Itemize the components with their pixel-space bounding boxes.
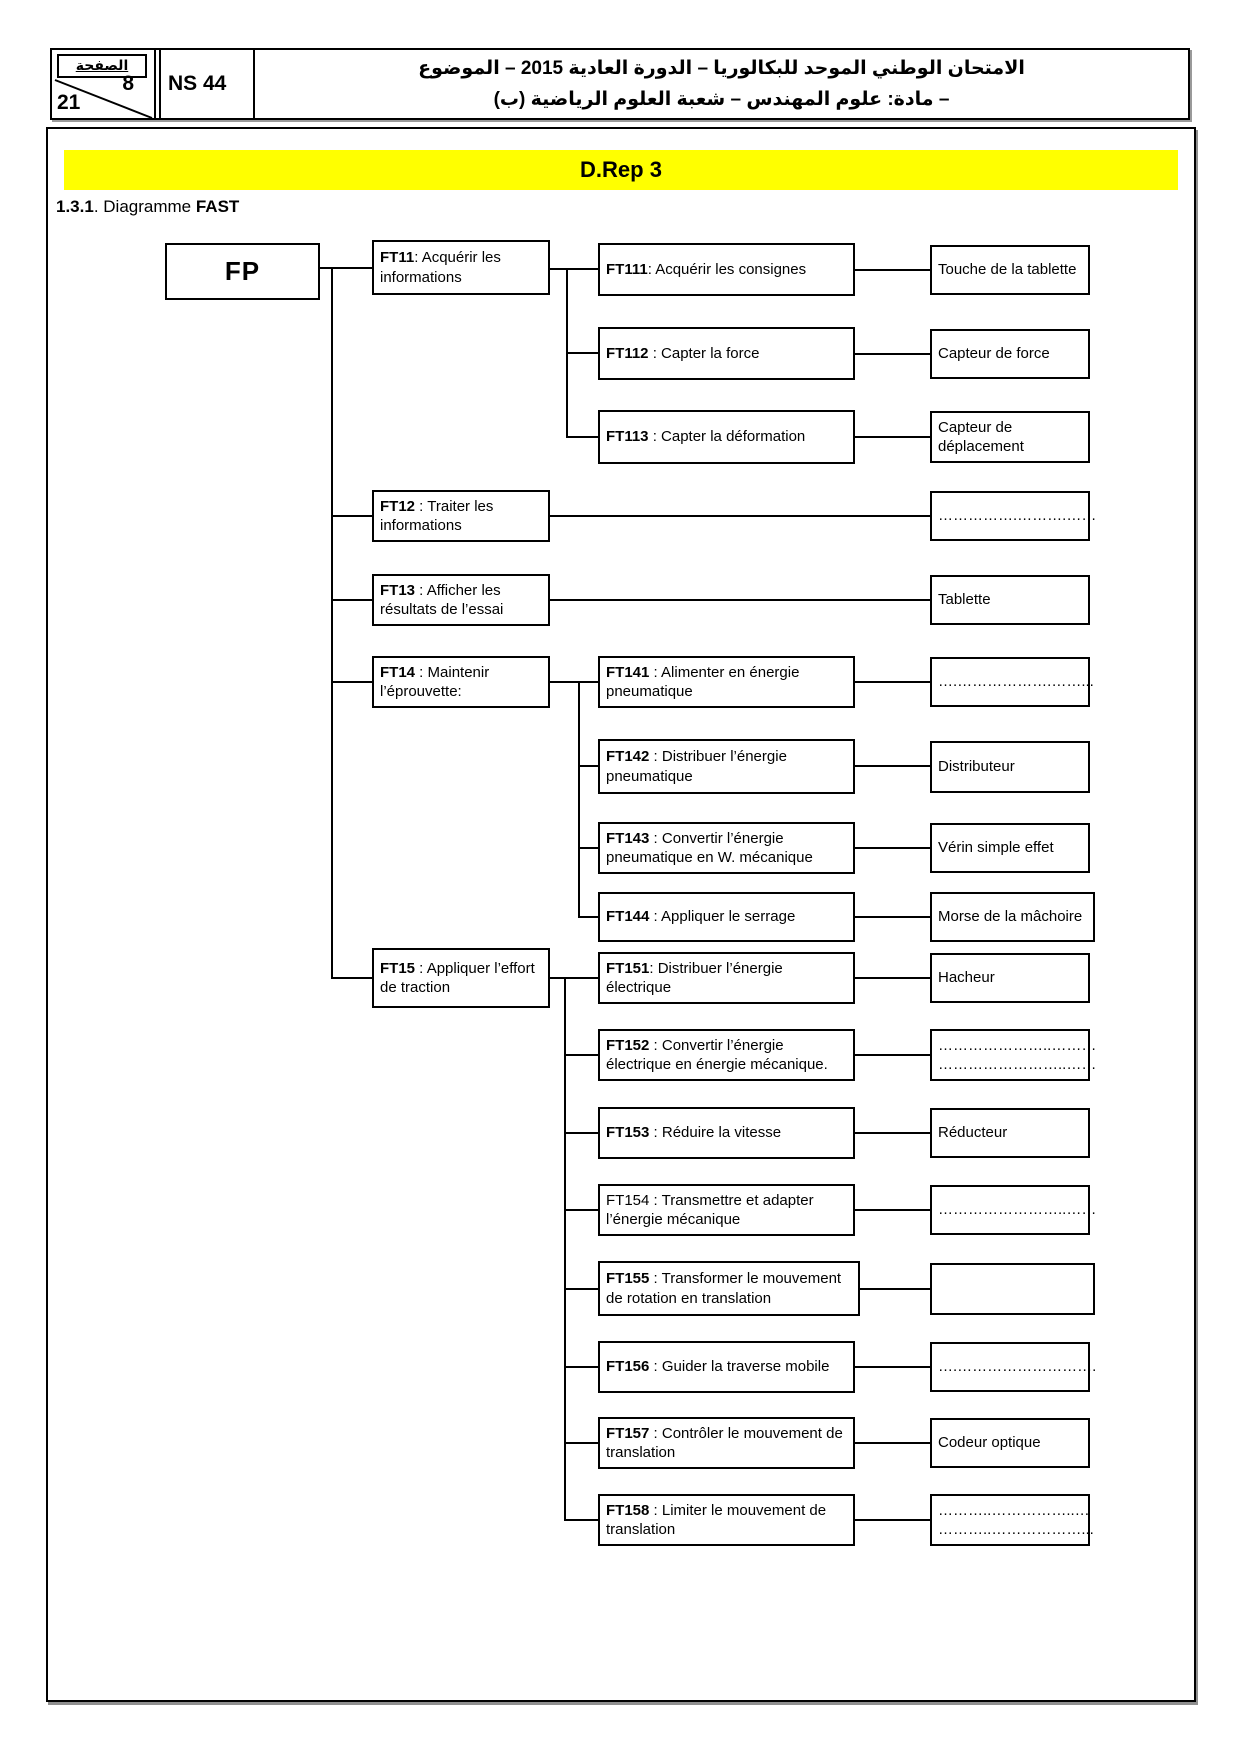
solution-box-morse: Morse de la mâchoire xyxy=(930,892,1095,942)
fast-box-ft13: FT13 : Afficher les résultats de l’essai xyxy=(372,574,550,626)
page-header: الصفحة 8 21 NS 44 الامتحان الوطني الموحد… xyxy=(50,48,1190,120)
fast-box-ft14: FT14 : Maintenir l’éprouvette: xyxy=(372,656,550,708)
connector-line xyxy=(550,599,930,601)
connector-line xyxy=(331,977,372,979)
page-number-box: الصفحة 8 21 xyxy=(52,50,156,119)
fast-box-ft156: FT156 : Guider la traverse mobile xyxy=(598,1341,855,1393)
connector-line xyxy=(855,977,930,979)
connector-line xyxy=(564,1054,598,1056)
section-bold: FAST xyxy=(195,197,240,216)
exam-code: NS 44 xyxy=(159,50,253,118)
connector-line xyxy=(331,681,372,683)
connector-line xyxy=(578,916,598,918)
connector-line xyxy=(566,352,598,354)
fast-box-ft113: FT113 : Capter la déformation xyxy=(598,410,855,464)
connector-line xyxy=(855,1132,930,1134)
page-label: الصفحة xyxy=(57,54,147,78)
fast-box-ft141: FT141 : Alimenter en énergie pneumatique xyxy=(598,656,855,708)
connector-line xyxy=(855,353,930,355)
connector-line xyxy=(331,267,333,978)
connector-line xyxy=(320,267,372,269)
fast-box-ft142: FT142 : Distribuer l’énergie pneumatique xyxy=(598,739,855,794)
fast-box-ft11: FT11: Acquérir les informations xyxy=(372,240,550,295)
connector-line xyxy=(564,1519,598,1521)
section-heading: 1.3.1. Diagramme FAST xyxy=(56,197,239,217)
connector-line xyxy=(855,1442,930,1444)
connector-line xyxy=(855,765,930,767)
fast-box-ft157: FT157 : Contrôler le mouvement de transl… xyxy=(598,1417,855,1469)
connector-line xyxy=(564,1366,598,1368)
page-number: 8 xyxy=(122,72,134,95)
fast-box-ft12: FT12 : Traiter les informations xyxy=(372,490,550,542)
solution-box-blank-ft152: …………………..……………………………..…… xyxy=(930,1029,1096,1081)
solution-box-verin: Vérin simple effet xyxy=(930,823,1090,873)
connector-line xyxy=(855,916,930,918)
solution-box-blank-ft154: ……………………..…… xyxy=(930,1185,1096,1235)
answer-banner: D.Rep 3 xyxy=(64,150,1178,190)
connector-line xyxy=(855,1519,930,1521)
connector-line xyxy=(564,1132,598,1134)
fast-box-ft111: FT111: Acquérir les consignes xyxy=(598,243,855,296)
connector-line xyxy=(564,977,566,1521)
fast-box-ft158: FT158 : Limiter le mouvement de translat… xyxy=(598,1494,855,1546)
connector-line xyxy=(855,269,930,271)
fast-box-ft154: FT154 : Transmettre et adapter l’énergie… xyxy=(598,1184,855,1236)
fast-box-ft112: FT112 : Capter la force xyxy=(598,327,855,380)
connector-line xyxy=(855,847,930,849)
section-number: 1.3.1 xyxy=(56,197,94,216)
fp-label: FP xyxy=(224,255,261,286)
section-mid: . Diagramme xyxy=(93,197,196,216)
diagonal-line xyxy=(54,79,153,119)
exam-title-line2: – مادة: علوم المهندس – شعبة العلوم الريا… xyxy=(493,89,950,110)
solution-box-vis-billes xyxy=(930,1263,1095,1315)
solution-box-hacheur: Hacheur xyxy=(930,953,1090,1003)
solution-box-blank-ft158: ………..……………..…………..………………... xyxy=(930,1494,1094,1546)
solution-box-capteur-deplacement: Capteur de déplacement xyxy=(930,411,1090,463)
connector-line xyxy=(855,681,930,683)
page-total: 21 xyxy=(57,91,81,114)
solution-box-blank-ft156: ….………………………. xyxy=(930,1342,1096,1392)
connector-line xyxy=(855,436,930,438)
solution-box-blank-ft12: …………….……….…… xyxy=(930,491,1096,541)
fast-box-ft152: FT152 : Convertir l’énergie électrique e… xyxy=(598,1029,855,1081)
solution-box-distributeur: Distributeur xyxy=(930,741,1090,793)
fast-box-ft153: FT153 : Réduire la vitesse xyxy=(598,1107,855,1159)
connector-line xyxy=(855,1054,930,1056)
fast-box-ft15: FT15 : Appliquer l’effort de traction xyxy=(372,948,550,1008)
connector-line xyxy=(564,1288,598,1290)
connector-line xyxy=(331,599,372,601)
connector-line xyxy=(860,1288,930,1290)
connector-line xyxy=(564,1209,598,1211)
connector-line xyxy=(855,1366,930,1368)
connector-line xyxy=(578,765,598,767)
fast-box-ft143: FT143 : Convertir l’énergie pneumatique … xyxy=(598,822,855,874)
connector-line xyxy=(550,681,598,683)
fast-box-ft144: FT144 : Appliquer le serrage xyxy=(598,892,855,942)
connector-line xyxy=(855,1209,930,1211)
connector-line xyxy=(550,515,930,517)
connector-line xyxy=(578,847,598,849)
solution-box-blank-ft141: ….……………….……... xyxy=(930,657,1094,707)
connector-line xyxy=(550,268,598,270)
solution-box-capteur-force: Capteur de force xyxy=(930,329,1090,379)
connector-line xyxy=(566,436,598,438)
exam-title-line1: الامتحان الوطني الموحد للبكالوريا – الدو… xyxy=(418,58,1025,79)
solution-box-codeur: Codeur optique xyxy=(930,1418,1090,1468)
solution-box-tablette: Tablette xyxy=(930,575,1090,625)
fast-box-ft155: FT155 : Transformer le mouvement de rota… xyxy=(598,1261,860,1316)
solution-box-touche-tablette: Touche de la tablette xyxy=(930,245,1090,295)
solution-box-reducteur: Réducteur xyxy=(930,1108,1090,1158)
connector-line xyxy=(578,681,580,918)
fast-box-ft151: FT151: Distribuer l’énergie électrique xyxy=(598,952,855,1004)
fast-box-fp: FP xyxy=(165,243,320,300)
connector-line xyxy=(550,977,598,979)
connector-line xyxy=(564,1442,598,1444)
exam-title: الامتحان الوطني الموحد للبكالوريا – الدو… xyxy=(253,50,1188,118)
connector-line xyxy=(331,515,372,517)
